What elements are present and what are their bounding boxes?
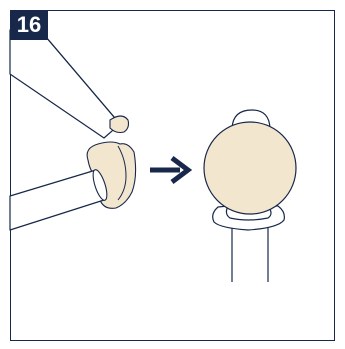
step-number-badge: 16 (10, 10, 48, 40)
arrow-right-icon (150, 156, 193, 184)
tube-lower (9, 169, 108, 231)
tube-upper (9, 29, 121, 139)
assembled-end (203, 109, 297, 282)
panel-frame (10, 10, 335, 341)
